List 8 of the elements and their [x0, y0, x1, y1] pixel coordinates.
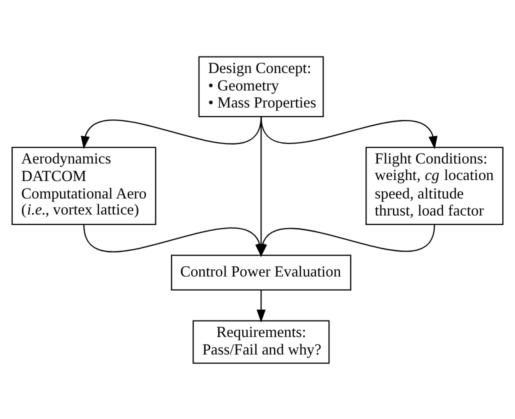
node-box: Flight Conditions: weight, cg location speed, altitude thrust, load factor — [366, 146, 504, 225]
node-box: Requirements: Pass/Fail and why? — [192, 320, 330, 364]
node-box: Aerodynamics DATCOM Computational Aero (i.e., vortex lattice) — [12, 146, 156, 225]
node-box: Control Power Evaluation — [170, 254, 352, 290]
arrow — [260, 116, 438, 149]
node-box: Design Concept: • Geometry • Mass Properties — [198, 56, 324, 117]
arrow — [256, 289, 266, 322]
arrow — [258, 224, 436, 256]
